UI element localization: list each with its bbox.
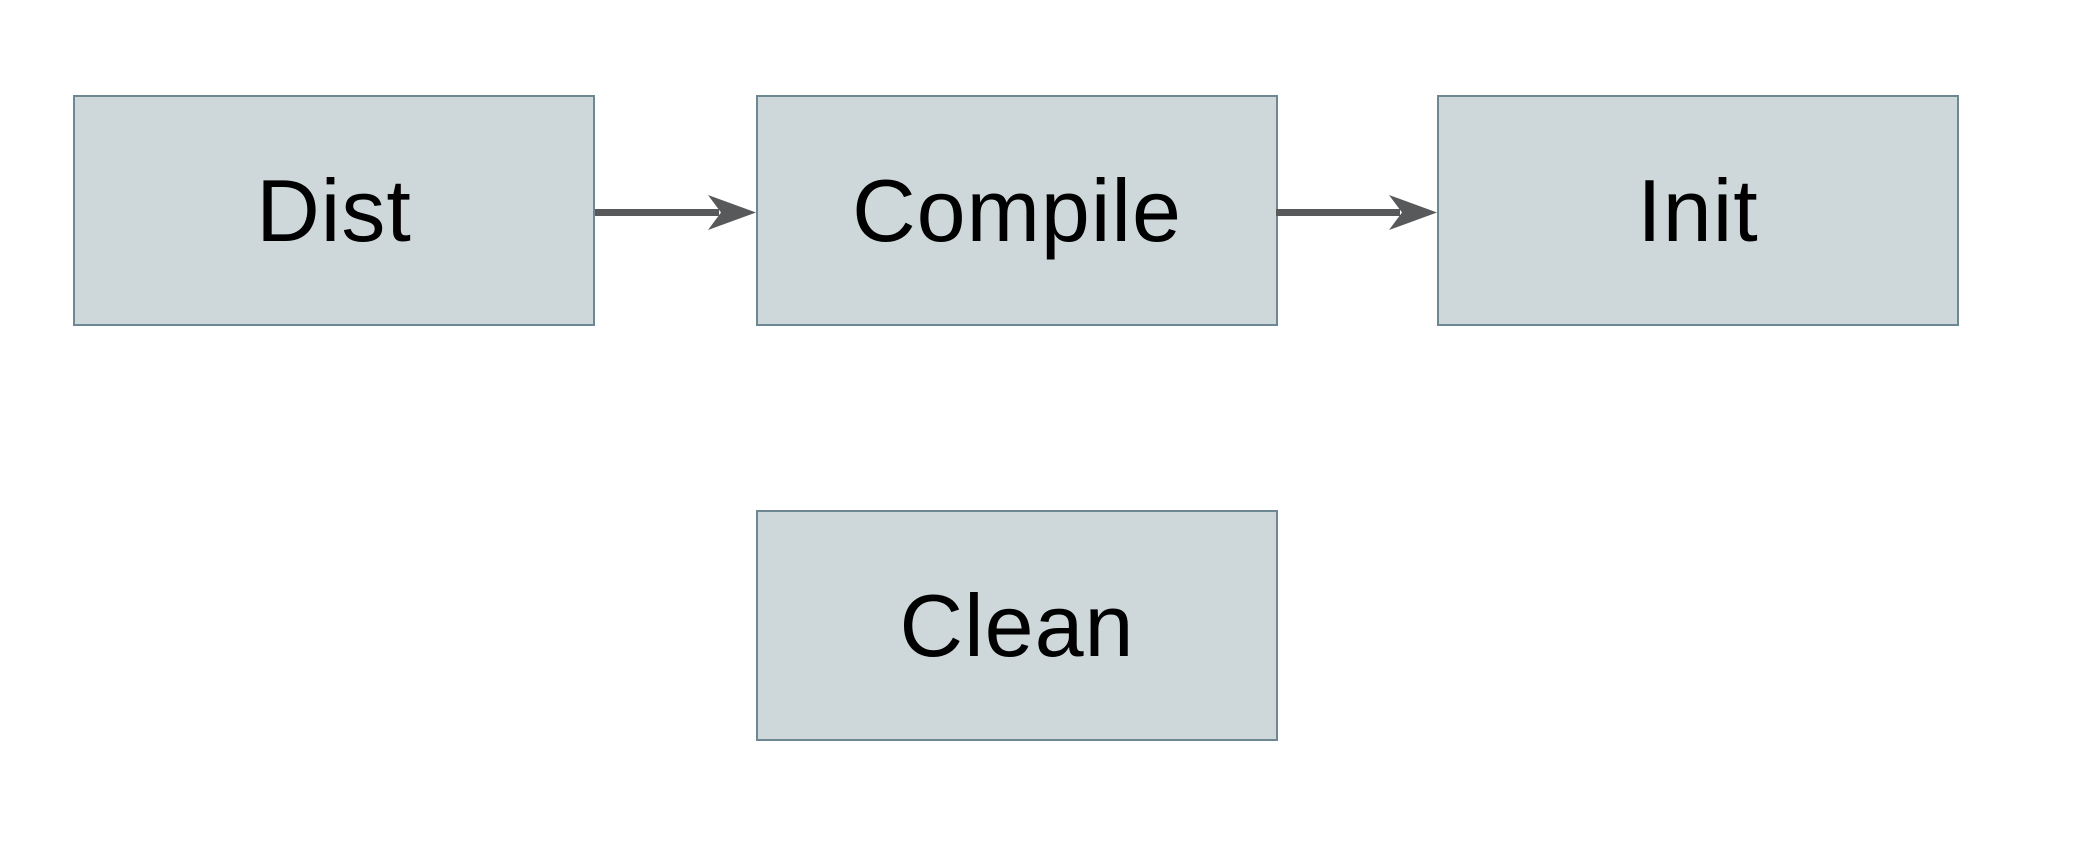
node-compile: Compile — [756, 95, 1278, 326]
node-dist: Dist — [73, 95, 595, 326]
arrow-right-icon — [1276, 195, 1437, 230]
node-init-label: Init — [1637, 160, 1759, 260]
node-clean: Clean — [756, 510, 1278, 741]
node-clean-label: Clean — [899, 575, 1135, 675]
node-compile-label: Compile — [852, 160, 1182, 260]
node-init: Init — [1437, 95, 1959, 326]
arrow-right-icon — [595, 195, 756, 230]
node-dist-label: Dist — [256, 160, 412, 260]
